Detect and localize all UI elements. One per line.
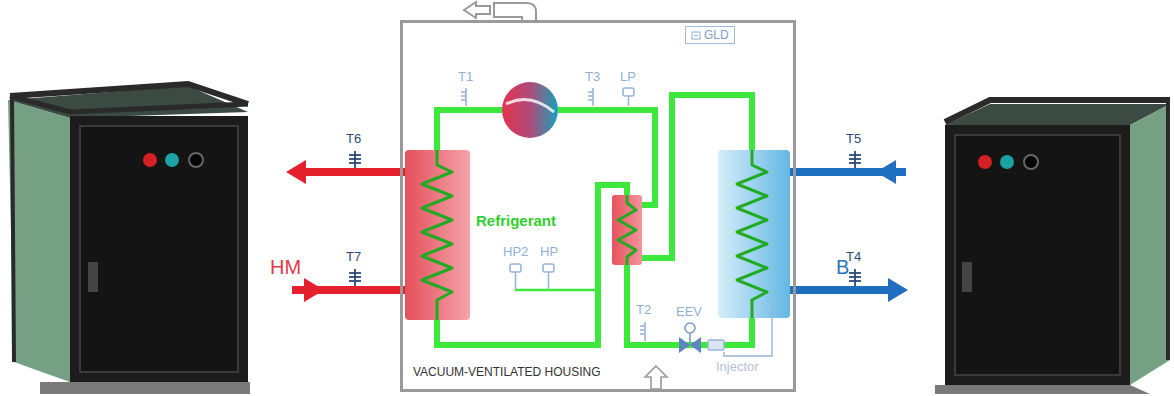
sensor-label: T6 xyxy=(346,132,361,147)
heat-medium-lines xyxy=(286,160,406,302)
hx-coil xyxy=(618,195,636,265)
thermometer-symbol xyxy=(461,88,466,106)
sensor-label: T5 xyxy=(846,132,861,147)
detector-icon xyxy=(691,31,701,40)
circuit-label: HM xyxy=(270,256,301,279)
sensor-label: HP2 xyxy=(503,245,528,260)
arrow-head xyxy=(876,160,896,184)
thermometer-symbol xyxy=(349,269,361,286)
gas-leak-detector-box: GLD xyxy=(685,26,735,44)
intake-arrow xyxy=(645,366,667,389)
thermometer-symbols-outer xyxy=(349,151,861,286)
pipe xyxy=(558,110,655,205)
arrow-head xyxy=(304,278,324,302)
red-button xyxy=(978,155,992,169)
black-switch xyxy=(1024,155,1038,169)
injector-line xyxy=(724,300,772,356)
frame-bar xyxy=(10,84,248,104)
teal-button xyxy=(165,153,179,167)
brine-outlet-pipe xyxy=(788,286,890,294)
pipe xyxy=(642,95,752,258)
component-label: Injector xyxy=(716,360,759,375)
refrigerant-pipes xyxy=(437,95,752,345)
detector-icon-body xyxy=(692,32,700,39)
thermometer-symbol xyxy=(849,269,861,286)
valve-body xyxy=(679,337,690,353)
cabinet-photo-right xyxy=(935,100,1170,394)
medium-label: Refrigerant xyxy=(476,212,556,229)
detector-icon-mark xyxy=(694,34,698,35)
valve-stem xyxy=(689,333,691,345)
compressor-highlight xyxy=(506,100,554,113)
duct xyxy=(494,3,536,21)
valve-actuator xyxy=(685,323,695,333)
door-handle xyxy=(88,262,98,292)
cabinet-photo-left xyxy=(8,84,250,394)
door-handle xyxy=(962,262,972,292)
condenser-coil xyxy=(422,150,452,320)
pipe xyxy=(627,265,752,345)
frame-bar xyxy=(945,100,1170,122)
sensor-label: LP xyxy=(620,70,636,85)
injector-symbol xyxy=(708,300,772,356)
valve-body xyxy=(690,337,701,353)
pipe xyxy=(437,110,502,150)
thermometer-symbol xyxy=(349,151,361,168)
pressure-line xyxy=(515,289,598,292)
cabinet-base xyxy=(935,385,1150,394)
sensor-label: HP xyxy=(540,245,558,260)
component-label: EEV xyxy=(676,305,702,320)
red-button xyxy=(143,153,157,167)
cabinet-front xyxy=(70,116,248,382)
arrow-head xyxy=(286,160,306,184)
compressor xyxy=(502,82,558,138)
cabinet-front xyxy=(945,125,1130,385)
thermometer-symbol xyxy=(588,88,593,106)
exhaust-arrow xyxy=(464,2,490,18)
expansion-valve xyxy=(679,323,701,353)
coils xyxy=(422,150,767,320)
glass-side xyxy=(1130,104,1170,385)
internal-heat-exchanger xyxy=(612,195,642,265)
node-text: VACUUM-VENTILATED HOUSING xyxy=(413,365,601,379)
sensor-label: T3 xyxy=(585,70,600,85)
cabinet-door xyxy=(80,126,238,372)
exhaust-duct xyxy=(464,2,536,21)
black-switch xyxy=(189,153,203,167)
sensor-label: T2 xyxy=(636,303,651,318)
pressure-sensor-symbol xyxy=(510,264,521,289)
thermometer-symbol xyxy=(640,322,645,341)
pressure-sensors xyxy=(510,88,634,289)
thermometer-symbols-inner xyxy=(461,88,645,341)
sensor-label: T4 xyxy=(846,250,861,265)
pressure-sensor-symbol xyxy=(623,88,634,106)
cabinet-base xyxy=(40,382,250,394)
pipe xyxy=(437,185,627,345)
pressure-sensor-symbol xyxy=(543,264,554,289)
sensor-label: T1 xyxy=(458,70,473,85)
teal-button xyxy=(1000,155,1014,169)
thermometer-symbol xyxy=(849,151,861,168)
hm-outlet-pipe xyxy=(303,168,406,176)
injector-body xyxy=(708,340,724,350)
frame-bar xyxy=(1166,100,1170,360)
frame-bar xyxy=(10,96,248,112)
sensor-label: T7 xyxy=(346,250,361,265)
brine-lines xyxy=(788,160,908,302)
evaporator xyxy=(718,150,790,318)
glass-side xyxy=(8,100,70,382)
condenser xyxy=(405,150,470,320)
frame-bar xyxy=(12,98,14,362)
evaporator-coil xyxy=(737,150,767,318)
node-text: GLD xyxy=(704,28,729,42)
cabinet-door xyxy=(955,135,1120,375)
arrow-head xyxy=(888,278,908,302)
